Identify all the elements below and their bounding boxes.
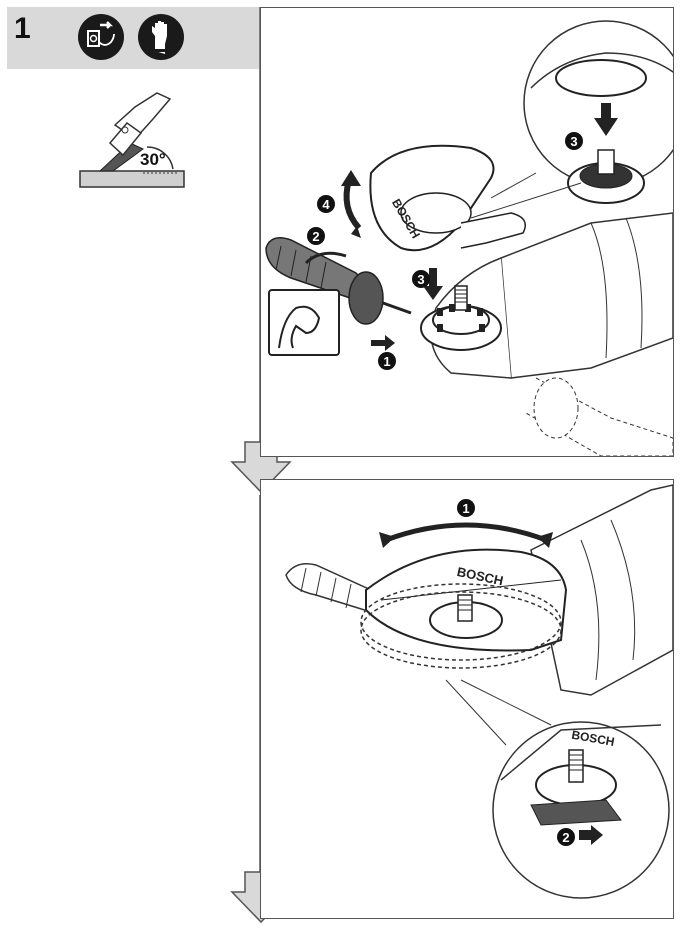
gloves-icon	[138, 14, 184, 60]
svg-text:2: 2	[312, 229, 319, 244]
svg-text:1: 1	[383, 354, 390, 369]
callout-badge-1: 1	[457, 499, 475, 517]
svg-text:3: 3	[417, 272, 424, 287]
callout-badge-2: 2	[307, 227, 325, 245]
step-number: 1	[14, 12, 31, 45]
angle-label: 30°	[140, 150, 166, 169]
svg-text:2: 2	[562, 830, 569, 845]
callout-badge-2: 2	[557, 828, 575, 846]
svg-text:1: 1	[462, 501, 469, 516]
unplug-icon	[78, 14, 124, 60]
callout-badge-1: 1	[378, 352, 396, 370]
svg-text:4: 4	[322, 197, 330, 212]
guard-adjustment-illustration: BOSCH BOSCH	[285, 484, 674, 899]
guard-mounting-illustration: BOSCH	[265, 20, 680, 457]
callout-badge-3: 3	[412, 270, 430, 288]
workpiece-surface	[79, 170, 185, 188]
grinding-angle-illustration	[79, 92, 185, 188]
callout-badge-3-detail: 3	[565, 132, 583, 150]
callout-badge-4: 4	[317, 195, 335, 213]
callout-badges-top: 1 2 3 4 3	[307, 132, 583, 370]
assembly-step-panel-top: BOSCH 1 2	[260, 7, 680, 457]
arm-strength-inset	[268, 289, 340, 356]
svg-text:3: 3	[570, 134, 577, 149]
callout-badges-bottom: 1 2	[457, 499, 575, 846]
step-header-band	[7, 7, 259, 69]
assembly-step-panel-bottom: BOSCH BOSCH 1 2	[260, 479, 674, 919]
